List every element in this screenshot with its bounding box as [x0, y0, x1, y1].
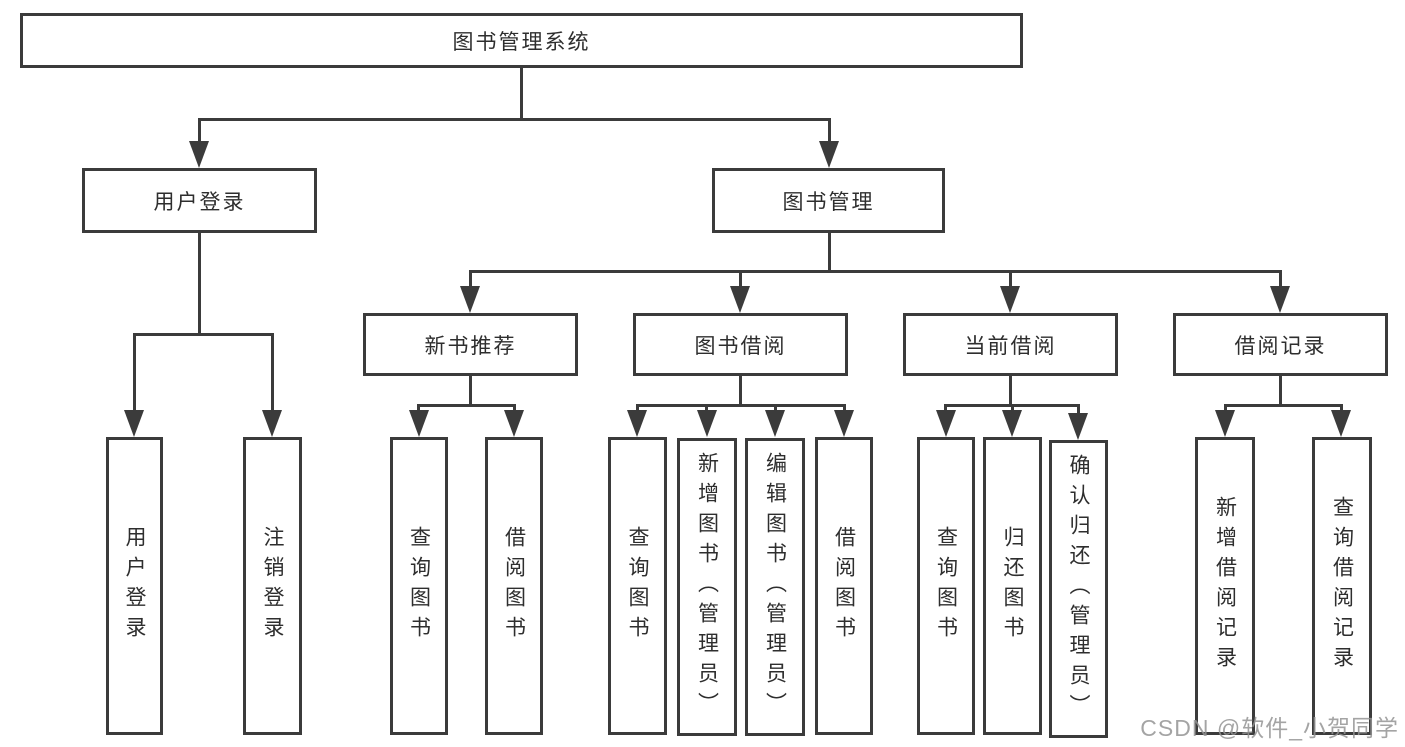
connector [198, 233, 201, 335]
node-leaf-borrow-books-2: 借阅图书 [815, 437, 873, 735]
connector [520, 68, 523, 121]
connector [1009, 376, 1012, 407]
connector [469, 270, 472, 290]
node-label: 查询图书 [934, 526, 958, 646]
arrow-down-icon [834, 410, 854, 437]
arrow-down-icon [1068, 413, 1088, 440]
node-label: 图书管理 [782, 190, 875, 214]
connector [198, 118, 201, 148]
node-leaf-query-books-1: 查询图书 [390, 437, 448, 735]
node-label: 图书借阅 [694, 334, 787, 358]
arrow-down-icon [1215, 410, 1235, 437]
connector [469, 376, 472, 407]
connector [133, 333, 274, 336]
node-borrow-records: 借阅记录 [1173, 313, 1388, 376]
connector [469, 270, 1282, 273]
node-current-borrow: 当前借阅 [903, 313, 1118, 376]
connector [271, 333, 274, 413]
node-leaf-add-book-admin: 新增图书（管理员） [677, 438, 737, 736]
node-leaf-return-books: 归还图书 [983, 437, 1042, 735]
node-label: 归还图书 [1001, 526, 1024, 646]
node-label: 注销登录 [261, 526, 284, 646]
connector [739, 270, 742, 290]
arrow-down-icon [460, 286, 480, 313]
node-leaf-borrow-books-1: 借阅图书 [485, 437, 543, 735]
node-label: 用户登录 [153, 190, 246, 214]
node-leaf-query-borrow-record: 查询借阅记录 [1312, 437, 1372, 735]
connector [1279, 376, 1282, 407]
connector [417, 404, 516, 407]
node-label: 用户登录 [123, 526, 146, 646]
arrow-down-icon [1270, 286, 1290, 313]
node-label: 查询图书 [407, 526, 431, 646]
connector [1279, 270, 1282, 290]
node-label: 当前借阅 [964, 334, 1057, 358]
arrow-down-icon [189, 141, 209, 168]
node-label: 查询借阅记录 [1330, 496, 1354, 676]
node-label: 确认归还（管理员） [1067, 454, 1090, 724]
arrow-down-icon [819, 141, 839, 168]
node-label: 借阅图书 [502, 526, 526, 646]
arrow-down-icon [124, 410, 144, 437]
arrow-down-icon [504, 410, 524, 437]
connector [1224, 404, 1343, 407]
arrow-down-icon [730, 286, 750, 313]
connector [739, 376, 742, 407]
arrow-down-icon [1000, 286, 1020, 313]
node-label: 图书管理系统 [452, 30, 591, 54]
connector [828, 233, 831, 272]
node-label: 新书推荐 [424, 334, 517, 358]
node-leaf-query-books-3: 查询图书 [917, 437, 975, 735]
node-new-book-recommend: 新书推荐 [363, 313, 578, 376]
connector [1077, 404, 1080, 416]
node-label: 编辑图书（管理员） [763, 452, 787, 722]
node-user-login: 用户登录 [82, 168, 317, 233]
arrow-down-icon [936, 410, 956, 437]
node-leaf-logout: 注销登录 [243, 437, 302, 735]
connector [636, 404, 846, 407]
csdn-watermark: CSDN @软件_小贺同学 [1140, 715, 1399, 741]
connector [828, 118, 831, 148]
arrow-down-icon [1002, 410, 1022, 437]
connector [198, 118, 831, 121]
arrow-down-icon [262, 410, 282, 437]
arrow-down-icon [765, 410, 785, 437]
node-leaf-add-borrow-record: 新增借阅记录 [1195, 437, 1255, 735]
node-label: 查询图书 [626, 526, 649, 646]
arrow-down-icon [627, 410, 647, 437]
arrow-down-icon [1331, 410, 1351, 437]
arrow-down-icon [697, 410, 717, 437]
connector [1009, 270, 1012, 290]
arrow-down-icon [409, 410, 429, 437]
node-library-management-system: 图书管理系统 [20, 13, 1023, 68]
node-label: 新增借阅记录 [1213, 496, 1237, 676]
node-label: 借阅图书 [832, 526, 856, 646]
node-label: 新增图书（管理员） [695, 452, 719, 722]
node-leaf-user-login: 用户登录 [106, 437, 163, 735]
node-leaf-confirm-return-admin: 确认归还（管理员） [1049, 440, 1108, 738]
node-book-management: 图书管理 [712, 168, 945, 233]
connector [133, 333, 136, 413]
node-leaf-query-books-2: 查询图书 [608, 437, 667, 735]
node-book-borrow: 图书借阅 [633, 313, 848, 376]
node-leaf-edit-book-admin: 编辑图书（管理员） [745, 438, 805, 736]
node-label: 借阅记录 [1234, 334, 1327, 358]
